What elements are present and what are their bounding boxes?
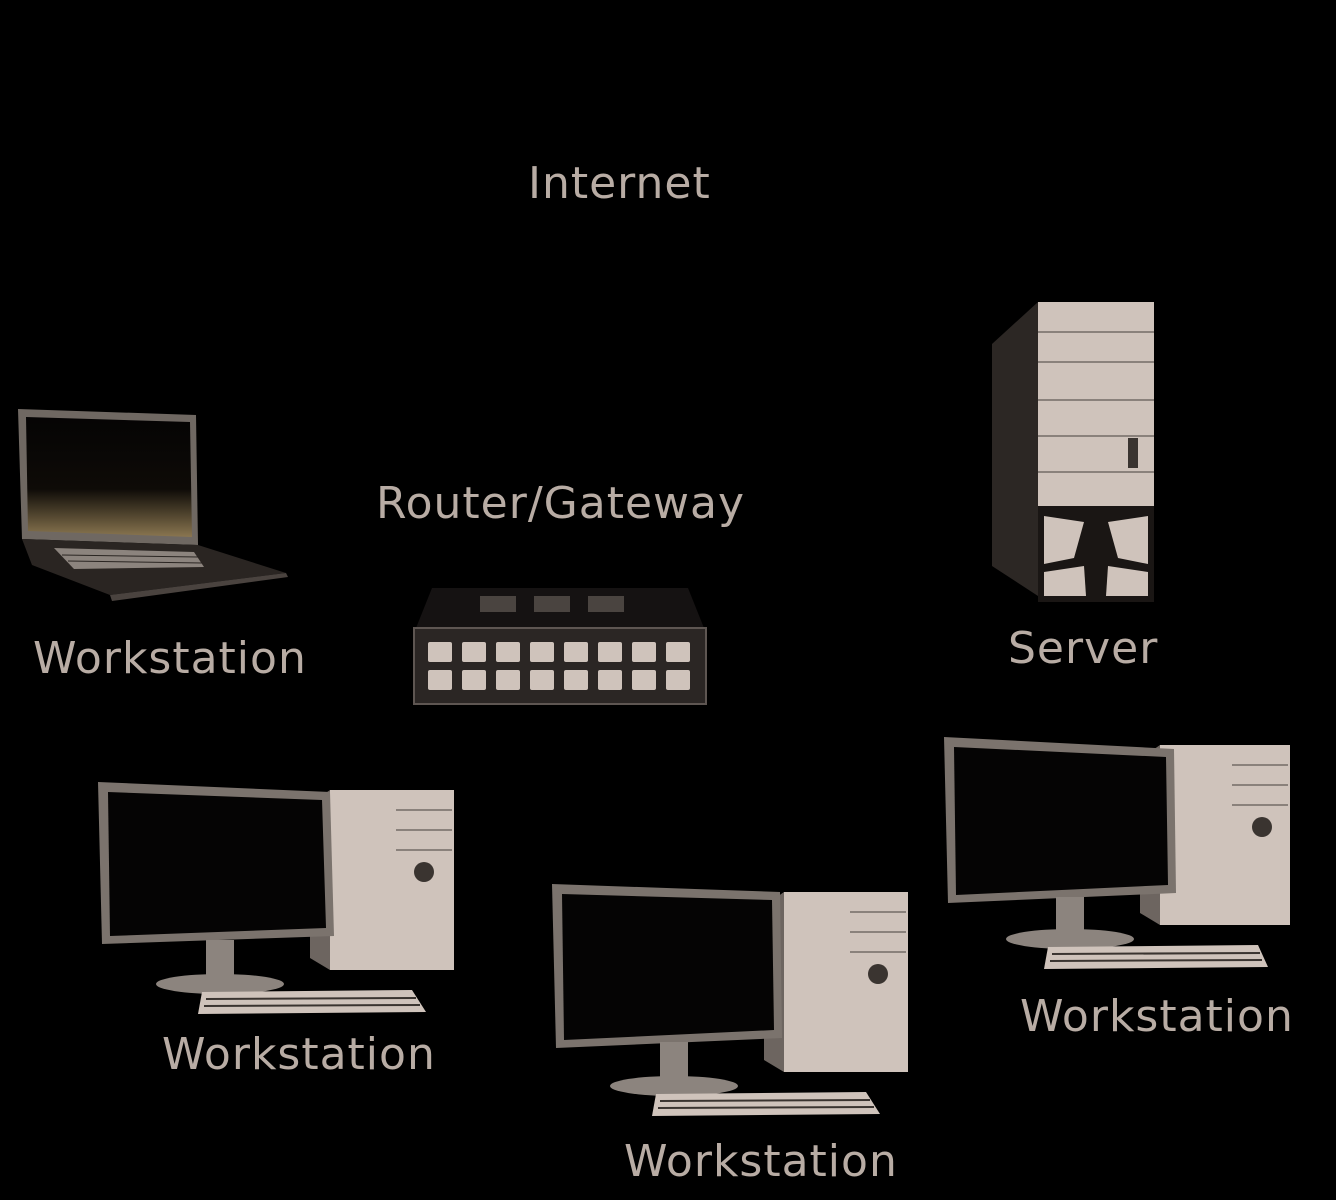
desktop-computer-icon [550,882,916,1122]
laptop-workstation-label: Workstation [33,633,307,684]
router-label: Router/Gateway [376,478,746,529]
server-label: Server [1008,623,1159,674]
server-tower-icon [988,296,1160,612]
desktop-center-label: Workstation [624,1136,898,1187]
router-switch-icon [410,580,710,710]
laptop-icon [14,405,294,605]
desktop-left-label: Workstation [162,1029,436,1080]
desktop-computer-icon [942,735,1308,975]
internet-label: Internet [528,158,711,209]
desktop-right-label: Workstation [1020,991,1294,1042]
desktop-computer-icon [96,780,462,1020]
